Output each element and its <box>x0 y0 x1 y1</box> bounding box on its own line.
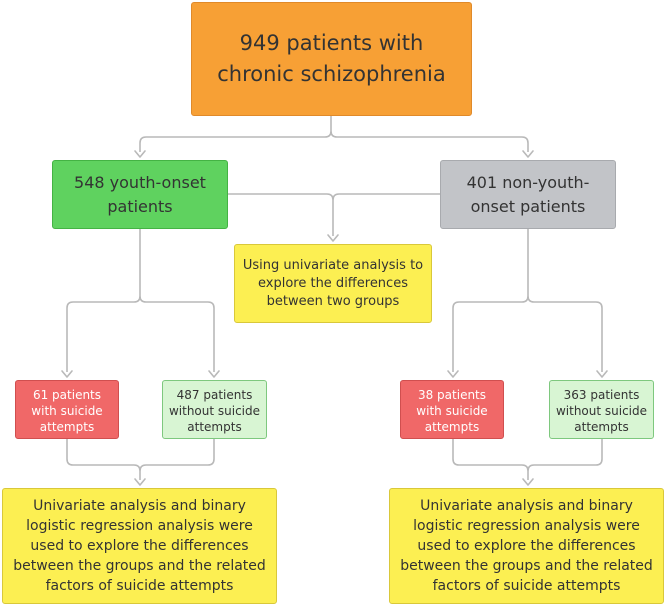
root-node-label: 949 patients with chronic schizophrenia <box>217 31 446 86</box>
connector-root-to-groups <box>139 116 529 152</box>
non-youth-onset-node: 401 non-youth-onset patients <box>440 160 616 229</box>
non-youth-onset-label: 401 non-youth-onset patients <box>466 172 590 216</box>
arrow-to-nonyouth-result <box>522 478 534 486</box>
arrow-to-nonyouth <box>522 150 534 158</box>
connector-youth-split <box>66 229 215 372</box>
arrow-to-method <box>327 234 339 242</box>
univariate-method-node: Using univariate analysis to explore the… <box>234 244 432 323</box>
non-youth-with-suicide-label: 38 patients with suicide attempts <box>416 388 488 434</box>
connector-nonyouth-split <box>452 229 603 372</box>
non-youth-without-suicide-node: 363 patients without suicide attempts <box>549 380 654 439</box>
arrow-to-nonyouth-nosuicide <box>596 370 608 378</box>
arrow-to-youth-suicide <box>61 370 73 378</box>
youth-without-suicide-node: 487 patients without suicide attempts <box>162 380 267 439</box>
youth-onset-node: 548 youth-onset patients <box>52 160 228 229</box>
non-youth-with-suicide-node: 38 patients with suicide attempts <box>400 380 504 439</box>
arrow-to-youth-nosuicide <box>208 370 220 378</box>
arrow-to-nonyouth-suicide <box>447 370 459 378</box>
connector-groups-to-method <box>228 193 440 236</box>
root-node: 949 patients with chronic schizophrenia <box>191 2 472 116</box>
non-youth-without-suicide-label: 363 patients without suicide attempts <box>555 388 648 434</box>
univariate-method-label: Using univariate analysis to explore the… <box>242 257 424 309</box>
youth-onset-label: 548 youth-onset patients <box>74 172 206 216</box>
youth-result-node: Univariate analysis and binary logistic … <box>2 488 277 604</box>
non-youth-result-node: Univariate analysis and binary logistic … <box>389 488 664 604</box>
youth-with-suicide-label: 61 patients with suicide attempts <box>31 388 103 434</box>
youth-result-label: Univariate analysis and binary logistic … <box>13 498 266 594</box>
connector-youth-merge <box>66 439 215 480</box>
youth-without-suicide-label: 487 patients without suicide attempts <box>168 388 261 434</box>
non-youth-result-label: Univariate analysis and binary logistic … <box>400 498 653 594</box>
connector-nonyouth-merge <box>452 439 603 480</box>
youth-with-suicide-node: 61 patients with suicide attempts <box>15 380 119 439</box>
arrow-to-youth <box>134 150 146 158</box>
arrow-to-youth-result <box>134 478 146 486</box>
